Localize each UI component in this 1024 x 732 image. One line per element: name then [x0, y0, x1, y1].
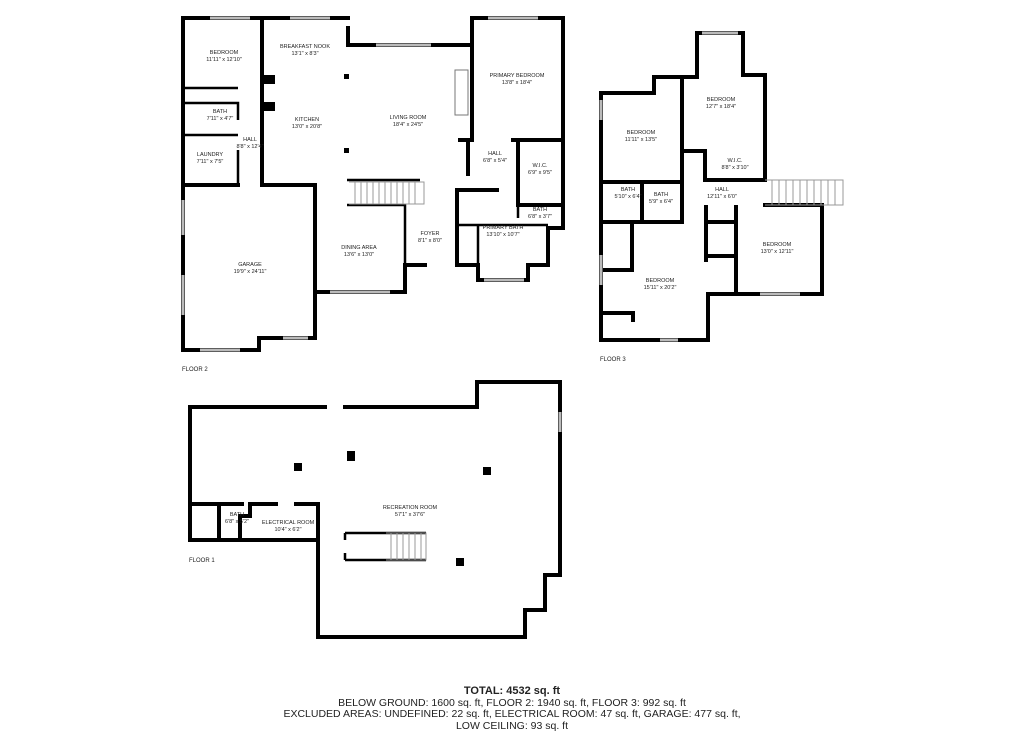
- room-dims: 11'11" x 12'10": [206, 57, 241, 64]
- room-name: HALL: [707, 187, 737, 194]
- room-dims: 7'11" x 7'5": [197, 159, 224, 166]
- room-dims: 18'4" x 24'5": [390, 122, 427, 129]
- room-wic: W.I.C.8'8" x 3'10": [721, 158, 748, 172]
- excluded-areas: EXCLUDED AREAS: UNDEFINED: 22 sq. ft, EL…: [0, 709, 1024, 721]
- room-name: HALL: [483, 151, 507, 158]
- room-name: BEDROOM: [644, 278, 677, 285]
- room-dims: 12'11" x 6'0": [707, 194, 737, 201]
- area-summary: TOTAL: 4532 sq. ft BELOW GROUND: 1600 sq…: [0, 686, 1024, 732]
- room-dims: 15'11" x 20'2": [644, 285, 677, 292]
- room-dims: 6'8" x 3'7": [528, 214, 552, 221]
- room-name: BATH: [649, 192, 673, 199]
- room-name: BEDROOM: [761, 242, 794, 249]
- floor-label: FLOOR 3: [600, 357, 626, 363]
- floor2-walls: [183, 18, 563, 350]
- room-name: LAUNDRY: [197, 152, 224, 159]
- room-name: BEDROOM: [706, 97, 736, 104]
- room-name: BEDROOM: [625, 130, 657, 137]
- room-dims: 13'6" x 13'0": [341, 252, 376, 259]
- floor1-walls: [190, 382, 560, 637]
- room-name: HALL: [236, 137, 263, 144]
- floor-label: FLOOR 1: [189, 558, 215, 564]
- room-name: BEDROOM: [206, 50, 241, 57]
- room-name: W.I.C.: [528, 163, 552, 170]
- room-dims: 6'9" x 9'5": [528, 170, 552, 177]
- total-area: TOTAL: 4532 sq. ft: [0, 686, 1024, 698]
- room-name: BATH: [207, 109, 234, 116]
- room-dims: 7'11" x 4'7": [207, 116, 234, 123]
- room-name: PRIMARY BEDROOM: [490, 73, 545, 80]
- room-dims: 10'4" x 6'2": [262, 527, 314, 534]
- room-name: PRIMARY BATH: [483, 225, 524, 232]
- room-wic: W.I.C.6'9" x 9'5": [528, 163, 552, 177]
- room-name: LIVING ROOM: [390, 115, 427, 122]
- floor-label: FLOOR 2: [182, 367, 208, 373]
- room-dims: 13'0" x 20'8": [292, 124, 322, 131]
- room-name: BREAKFAST NOOK: [280, 44, 330, 51]
- room-name: BATH: [225, 512, 249, 519]
- room-name: GARAGE: [234, 262, 267, 269]
- room-dims: 57'1" x 37'6": [383, 512, 437, 519]
- room-name: KITCHEN: [292, 117, 322, 124]
- room-name: W.I.C.: [721, 158, 748, 165]
- room-name: BATH: [614, 187, 641, 194]
- room-name: ELECTRICAL ROOM: [262, 520, 314, 527]
- room-dims: 13'1" x 8'3": [280, 51, 330, 58]
- room-dims: 6'8" x 5'2": [225, 519, 249, 526]
- room-dims: 5'10" x 6'4": [614, 194, 641, 201]
- room-dims: 5'9" x 6'4": [649, 199, 673, 206]
- room-dims: 6'8" x 5'4": [483, 158, 507, 165]
- room-dims: 13'8" x 18'4": [490, 80, 545, 87]
- room-name: RECREATION ROOM: [383, 505, 437, 512]
- room-dims: 11'11" x 13'5": [625, 137, 657, 144]
- room-name: DINING AREA: [341, 245, 376, 252]
- room-dims: 13'0" x 12'11": [761, 249, 794, 256]
- room-dims: 8'8" x 12'4": [236, 144, 263, 151]
- room-name: FOYER: [418, 231, 442, 238]
- room-name: BATH: [528, 207, 552, 214]
- low-ceiling: LOW CEILING: 93 sq. ft: [0, 721, 1024, 732]
- room-dims: 13'10" x 10'7": [483, 232, 524, 239]
- room-dims: 19'9" x 24'11": [234, 269, 267, 276]
- room-dims: 8'8" x 3'10": [721, 165, 748, 172]
- room-dims: 8'1" x 8'0": [418, 238, 442, 245]
- room-dims: 12'7" x 18'4": [706, 104, 736, 111]
